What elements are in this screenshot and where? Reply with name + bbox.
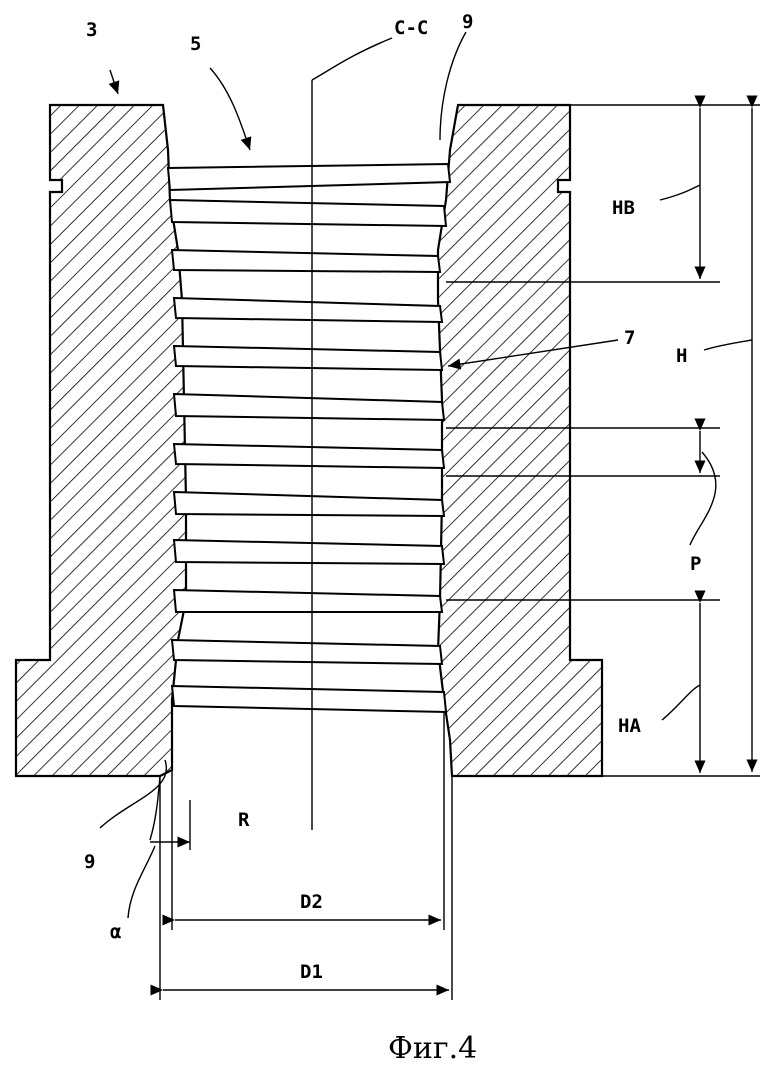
ha-leader bbox=[662, 685, 700, 720]
thread-tooth bbox=[174, 444, 444, 468]
label-part: 3 bbox=[86, 19, 97, 41]
label-hb: HB bbox=[612, 197, 635, 219]
label-h: H bbox=[676, 345, 687, 367]
bore-leader bbox=[210, 68, 250, 150]
thread-tooth bbox=[168, 164, 450, 190]
thread-tooth bbox=[174, 540, 444, 564]
label-angle: α bbox=[110, 921, 121, 943]
part-leader bbox=[110, 70, 118, 94]
label-flank-top: 9 bbox=[462, 11, 473, 33]
label-d2: D2 bbox=[300, 891, 323, 913]
label-axis: C-C bbox=[394, 17, 428, 39]
thread-tooth bbox=[174, 394, 444, 420]
h-leader bbox=[704, 340, 752, 350]
label-p: P bbox=[690, 553, 701, 575]
label-thread: 7 bbox=[624, 327, 635, 349]
figure-caption: Фиг.4 bbox=[388, 1031, 477, 1066]
label-ha: HA bbox=[618, 715, 641, 737]
label-bore: 5 bbox=[190, 33, 201, 55]
thread-teeth bbox=[168, 164, 450, 712]
p-leader bbox=[690, 452, 716, 545]
label-r: R bbox=[238, 809, 250, 831]
angle-leader bbox=[128, 846, 155, 918]
thread-tooth bbox=[170, 200, 446, 226]
thread-tooth bbox=[174, 298, 442, 322]
label-flank-bottom: 9 bbox=[84, 851, 95, 873]
axis-leader bbox=[312, 38, 392, 80]
hb-leader bbox=[660, 185, 700, 200]
thread-tooth bbox=[172, 686, 446, 712]
label-d1: D1 bbox=[300, 961, 323, 983]
thread-tooth bbox=[174, 590, 442, 612]
thread-tooth bbox=[172, 640, 442, 664]
right-body-section bbox=[438, 105, 602, 776]
left-body-section bbox=[16, 105, 186, 776]
thread-tooth bbox=[174, 346, 442, 370]
thread-tooth bbox=[172, 250, 440, 272]
thread-tooth bbox=[174, 492, 444, 516]
